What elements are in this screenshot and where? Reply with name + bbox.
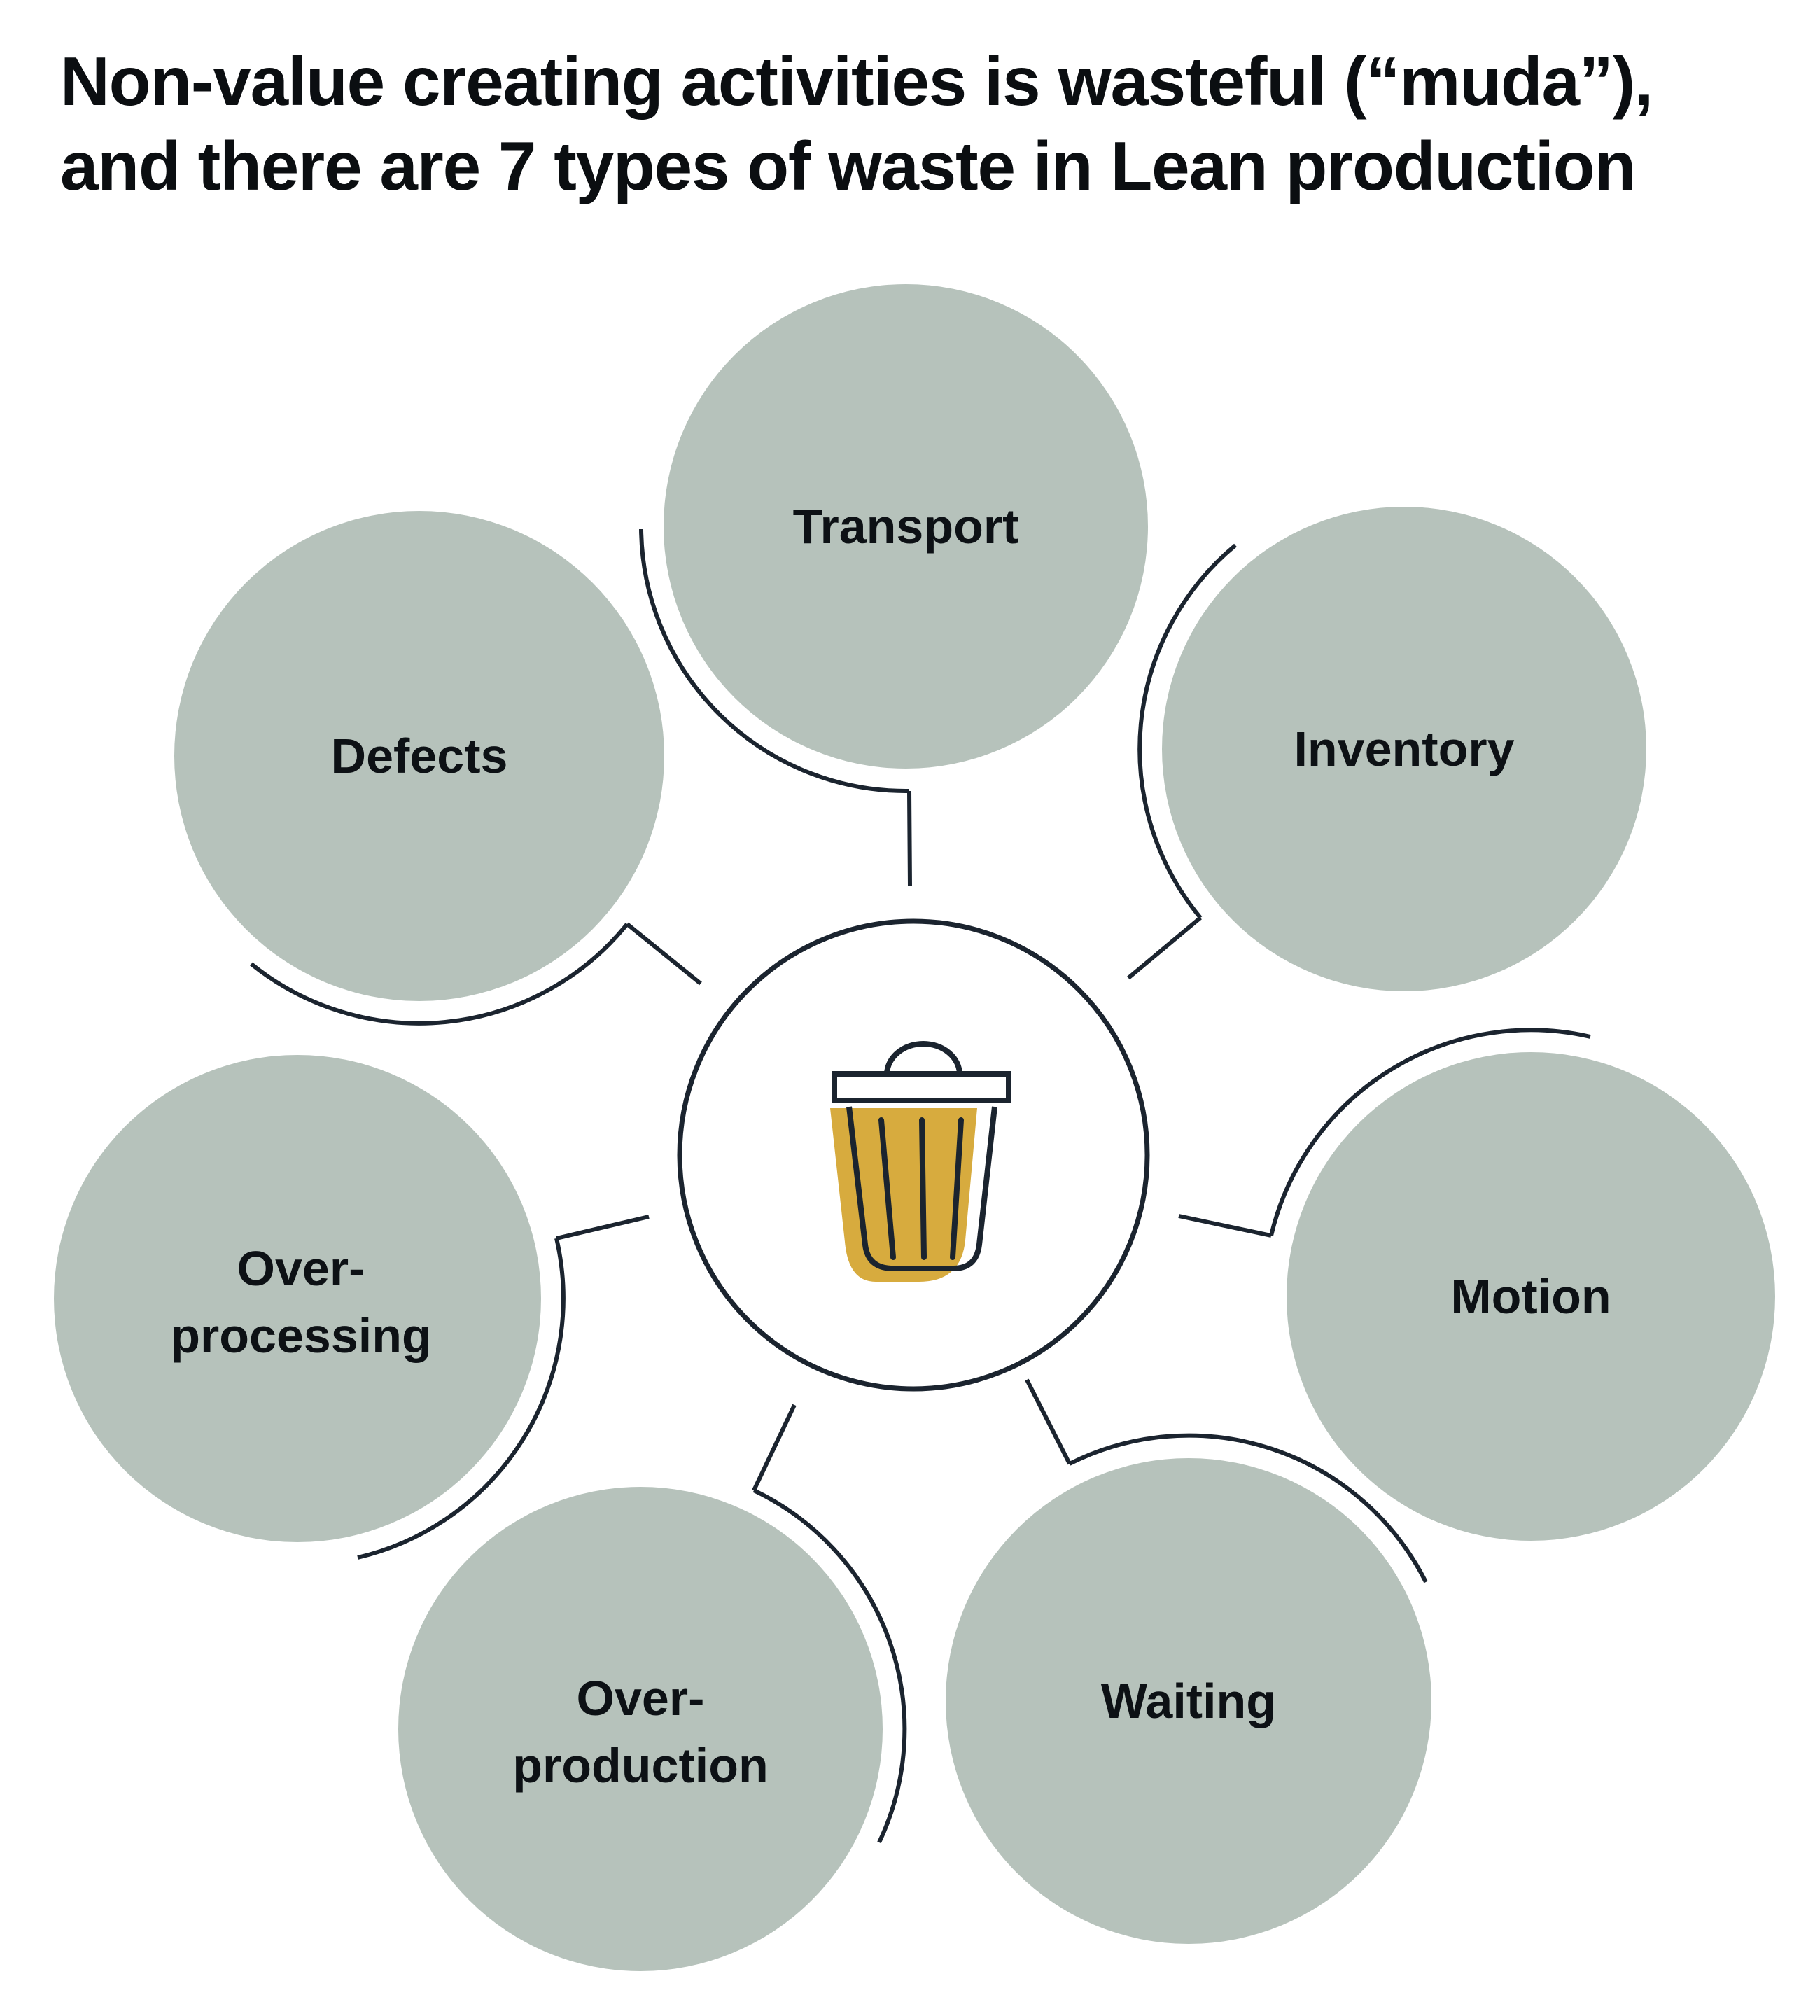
trash-can-outline xyxy=(846,1106,997,1271)
circle-defects xyxy=(174,511,664,1001)
connector-over-production xyxy=(752,1404,907,1844)
circle-label-waiting: Waiting xyxy=(1100,1674,1277,1728)
connector-inventory xyxy=(1127,543,1237,980)
trash-can-rib-right xyxy=(950,1117,964,1260)
circle-label-over-processing: Over- processing xyxy=(170,1241,432,1363)
trash-can-rib-middle xyxy=(919,1117,927,1260)
trash-can-rib-left xyxy=(878,1117,896,1260)
connector-defects xyxy=(250,922,702,1026)
page-title: Non-value creating activities is wastefu… xyxy=(60,39,1653,209)
circle-inventory xyxy=(1162,507,1646,991)
title-line-1: Non-value creating activities is wastefu… xyxy=(60,43,1653,120)
circle-label-defects: Defects xyxy=(330,729,508,783)
title-line-2: and there are 7 types of waste in Lean p… xyxy=(60,127,1636,204)
circle-over-processing xyxy=(54,1055,541,1542)
circle-over-production xyxy=(398,1487,883,1971)
connector-motion xyxy=(1178,1028,1591,1238)
circle-label-motion: Motion xyxy=(1450,1269,1611,1324)
trash-can-icon xyxy=(830,1041,1011,1282)
circle-label-over-production: Over- production xyxy=(512,1671,769,1793)
circle-label-transport: Transport xyxy=(792,499,1019,554)
circle-motion xyxy=(1287,1052,1775,1541)
connector-over-processing xyxy=(357,1214,650,1560)
trash-can-lid xyxy=(832,1071,1011,1103)
circle-waiting xyxy=(946,1458,1432,1944)
circle-label-inventory: Inventory xyxy=(1294,722,1515,776)
circle-transport xyxy=(664,284,1148,769)
connector-waiting xyxy=(1025,1378,1428,1583)
trash-can-handle xyxy=(884,1041,962,1075)
connector-transport xyxy=(639,528,912,887)
